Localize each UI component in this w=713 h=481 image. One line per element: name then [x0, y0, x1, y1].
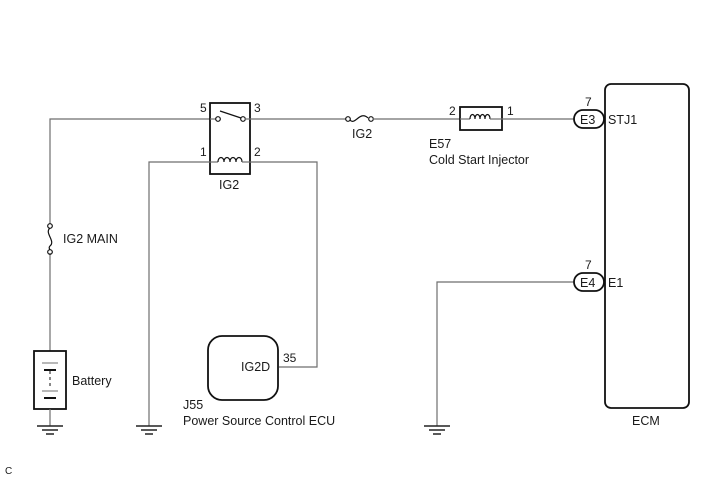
- power-ecu-name: Power Source Control ECU: [183, 414, 335, 428]
- ecm-label: ECM: [632, 414, 660, 428]
- connector-e4-icon: [573, 272, 605, 292]
- injector-name: Cold Start Injector: [429, 153, 529, 167]
- ground-icon-battery: [37, 425, 63, 435]
- footer-code: C: [5, 466, 12, 477]
- relay-pin-5: 5: [200, 101, 207, 115]
- wire-fuse-to-relay: [49, 118, 210, 224]
- ecm-box: [604, 83, 690, 409]
- fuse-ig2-icon: [345, 115, 374, 122]
- relay-switch-icon: [210, 110, 250, 122]
- ecm-terminal-e1: E1: [608, 276, 623, 290]
- relay-pin-1: 1: [200, 145, 207, 159]
- power-source-ecu-box: [207, 335, 279, 401]
- relay-pin-3: 3: [254, 101, 261, 115]
- connector-e3-label: E3: [580, 113, 595, 127]
- wire-ecm-e1-ground: [436, 281, 574, 426]
- ground-icon-relay: [136, 425, 162, 435]
- battery-icon: [33, 350, 67, 410]
- relay-coil-icon: [210, 156, 250, 163]
- power-ecu-code: J55: [183, 398, 203, 412]
- battery-label: Battery: [72, 374, 112, 388]
- relay-pin-2: 2: [254, 145, 261, 159]
- power-ecu-pin: 35: [283, 351, 297, 365]
- power-ecu-terminal: IG2D: [241, 360, 270, 374]
- connector-e4-label: E4: [580, 276, 595, 290]
- injector-icon: [459, 106, 503, 131]
- connector-e4-pin: 7: [585, 258, 592, 272]
- wire-relay-coil-ground: [148, 161, 210, 426]
- ground-icon-ecm: [424, 425, 450, 435]
- injector-code: E57: [429, 137, 451, 151]
- fuse-ig2-main-label: IG2 MAIN: [63, 232, 118, 246]
- wire-relay-to-power-ecu: [250, 161, 318, 368]
- connector-e3-icon: [573, 109, 605, 129]
- fuse-ig2-label: IG2: [352, 127, 372, 141]
- injector-pin-2: 2: [449, 104, 456, 118]
- connector-e3-pin: 7: [585, 95, 592, 109]
- injector-pin-1: 1: [507, 104, 514, 118]
- relay-ig2: [209, 102, 251, 175]
- relay-label: IG2: [219, 178, 239, 192]
- fuse-ig2-main-icon: [47, 223, 53, 255]
- ecm-terminal-stj1: STJ1: [608, 113, 637, 127]
